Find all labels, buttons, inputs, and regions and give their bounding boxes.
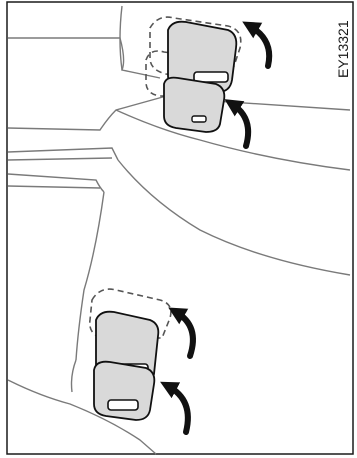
upper-buckle-group: [146, 17, 269, 146]
buckle-icon: [164, 78, 224, 132]
curved-arrow-icon: [250, 26, 269, 66]
figure-code: EY13321: [335, 20, 351, 78]
lower-buckle-group: [90, 289, 193, 432]
curved-arrow-icon: [176, 312, 193, 356]
curved-arrow-icon: [232, 104, 248, 146]
curved-arrow-icon: [168, 386, 188, 432]
buckle-icon: [94, 362, 154, 420]
